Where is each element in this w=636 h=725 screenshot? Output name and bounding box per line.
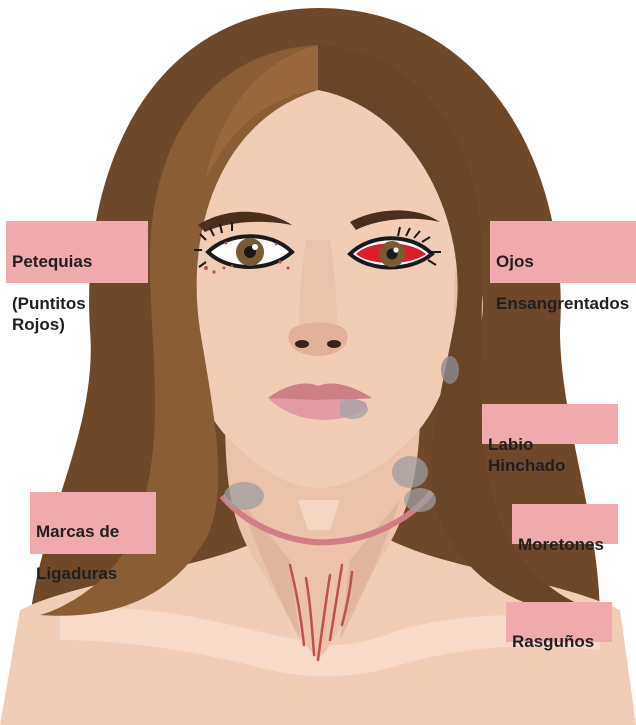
label-bloodshot-eyes-line-2: Ensangrentados [496, 293, 630, 314]
label-bruises-line-1: Moretones [518, 534, 612, 555]
cheek-bruise [441, 356, 459, 384]
label-scratches-line-1: Rasguños [512, 631, 606, 652]
label-swollen-lip: Labio Hinchado [482, 404, 618, 444]
label-bloodshot-eyes-line-1: Ojos [496, 251, 630, 272]
label-swollen-lip-line-1: Labio Hinchado [488, 434, 612, 476]
label-ligature-marks-line-1: Marcas de [36, 521, 150, 542]
label-ligature-marks: Marcas de Ligaduras [30, 492, 156, 554]
label-petechiae-line-2: (Puntitos Rojos) [12, 293, 142, 335]
label-bloodshot-eyes: Ojos Ensangrentados [490, 221, 636, 283]
nose-bridge [299, 240, 337, 330]
label-bruises: Moretones [512, 504, 618, 544]
label-petechiae: Petequias (Puntitos Rojos) [6, 221, 148, 283]
label-scratches: Rasguños [506, 602, 612, 642]
label-ligature-marks-line-2: Ligaduras [36, 563, 150, 584]
label-petechiae-line-1: Petequias [12, 251, 142, 272]
